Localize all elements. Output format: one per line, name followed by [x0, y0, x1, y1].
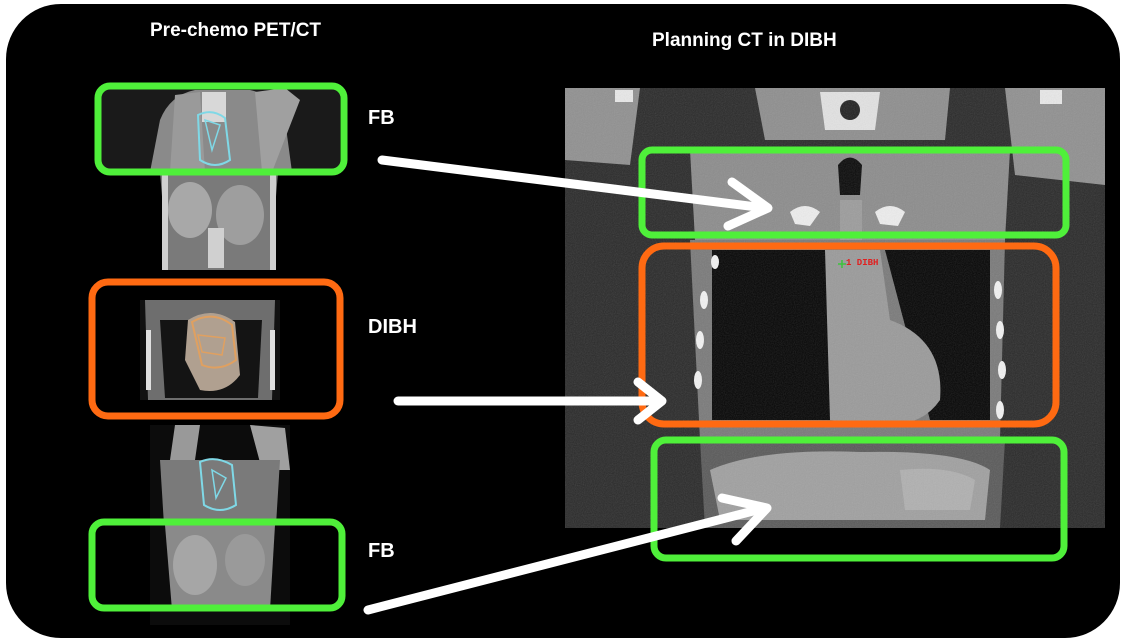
title-planning-ct: Planning CT in DIBH [652, 30, 837, 52]
title-pre-chemo-pet-ct: Pre-chemo PET/CT [150, 20, 321, 42]
label-fb-top: FB [368, 107, 395, 130]
pet-ct-image-middle [140, 300, 280, 400]
ct-dibh-tag: 1 DIBH [846, 258, 878, 268]
label-fb-bottom: FB [368, 540, 395, 563]
label-dibh: DIBH [368, 316, 417, 339]
